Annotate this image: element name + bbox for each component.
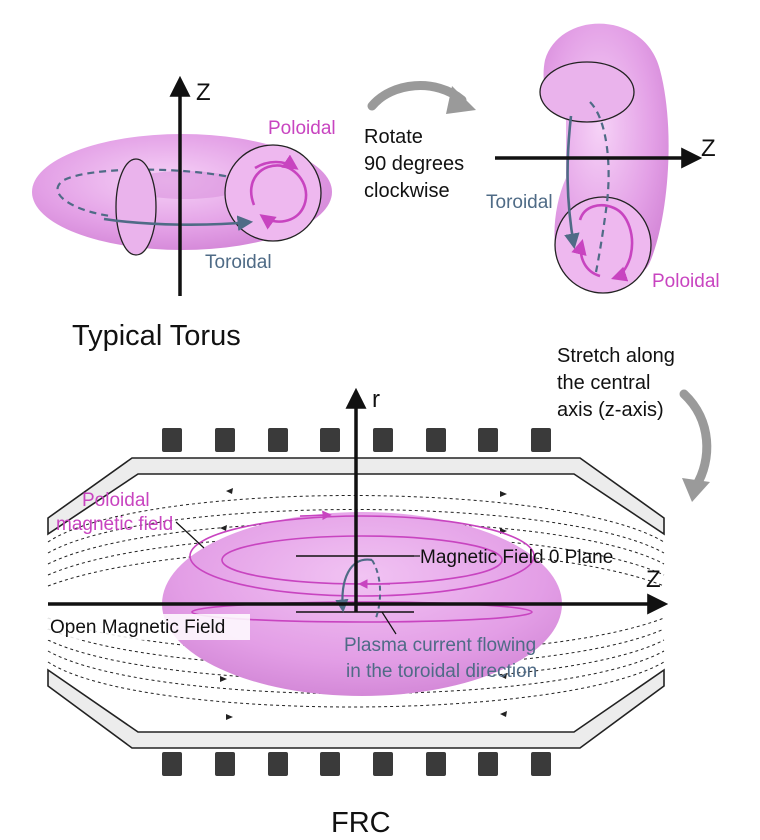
typical-toroidal-label: Toroidal [205, 252, 272, 273]
rotated-top-cross-section [539, 61, 635, 123]
stretch-arrow-icon-head [682, 478, 710, 502]
frc-plasma-current-leader [381, 611, 397, 635]
frc-caption: FRC [331, 807, 391, 839]
frc-poloidal-label-line2: magnetic field [56, 514, 173, 535]
rotated-poloidal-arrow-lower [571, 238, 601, 278]
coil [426, 752, 446, 776]
rotated-poloidal-label: Poloidal [652, 271, 720, 292]
rotate-arrow-icon-head [446, 86, 476, 114]
stretch-text-line1: Stretch along [557, 345, 675, 367]
rotate-text-line2: 90 degrees [364, 153, 464, 175]
rotated-toroidal-arrow [564, 115, 580, 250]
frc-z-label: Z [646, 566, 661, 593]
rotate-text-line3: clockwise [364, 180, 450, 202]
stretch-text-line2: the central [557, 372, 650, 394]
frc-open-field-label-bg [48, 614, 250, 640]
coil [268, 428, 288, 452]
coil [162, 752, 182, 776]
frc-poloidal-label-line1: Poloidal [82, 490, 150, 511]
coil [162, 428, 182, 452]
frc-bottom-coils [162, 752, 551, 776]
coil [320, 752, 340, 776]
rotated-torus-group: Z Toroidal Poloidal [486, 23, 720, 294]
frc-bottom-wall [47, 668, 665, 749]
coil [478, 752, 498, 776]
coil [268, 752, 288, 776]
frc-field-loop-arrow-top [299, 510, 332, 521]
frc-plasma-label-line2: in the toroidal direction [346, 661, 537, 682]
frc-open-field-label: Open Magnetic Field [50, 617, 225, 638]
coil [320, 428, 340, 452]
coil [215, 428, 235, 452]
typical-left-cross-section [115, 158, 157, 256]
rotated-z-label: Z [701, 135, 716, 162]
frc-poloidal-leader [175, 521, 205, 549]
coil [373, 752, 393, 776]
frc-r-label: r [372, 386, 380, 413]
frc-plasma-current-dashed [371, 559, 382, 619]
frc-plasma-label-line1: Plasma current flowing [344, 635, 536, 656]
typical-poloidal-label: Poloidal [268, 118, 336, 139]
rotated-toroidal-label: Toroidal [486, 192, 553, 213]
frc-group: r Z Poloidal magnetic field Magnetic Fie… [47, 386, 669, 839]
coil [426, 428, 446, 452]
rotated-toroidal-dashed [589, 101, 610, 273]
frc-field-direction-marks [220, 488, 507, 720]
typical-torus-caption: Typical Torus [72, 320, 241, 352]
typical-poloidal-arrow-top [254, 154, 299, 170]
rotate-text-line1: Rotate [364, 126, 423, 148]
coil [531, 752, 551, 776]
typical-z-label: Z [196, 79, 211, 106]
coil [531, 428, 551, 452]
stretch-arrow-icon [679, 389, 712, 491]
typical-torus-group: Z Poloidal Toroidal Typical Torus [32, 75, 336, 352]
coil [373, 428, 393, 452]
frc-plasma-current-solid [335, 558, 373, 613]
typical-poloidal-arrow [249, 164, 308, 230]
frc-top-coils [162, 428, 551, 452]
stretch-text-line3: axis (z-axis) [557, 399, 664, 421]
frc-zero-plane-label: Magnetic Field 0 Plane [420, 547, 613, 568]
coil [478, 428, 498, 452]
rotated-poloidal-arrow [578, 204, 634, 282]
coil [215, 752, 235, 776]
